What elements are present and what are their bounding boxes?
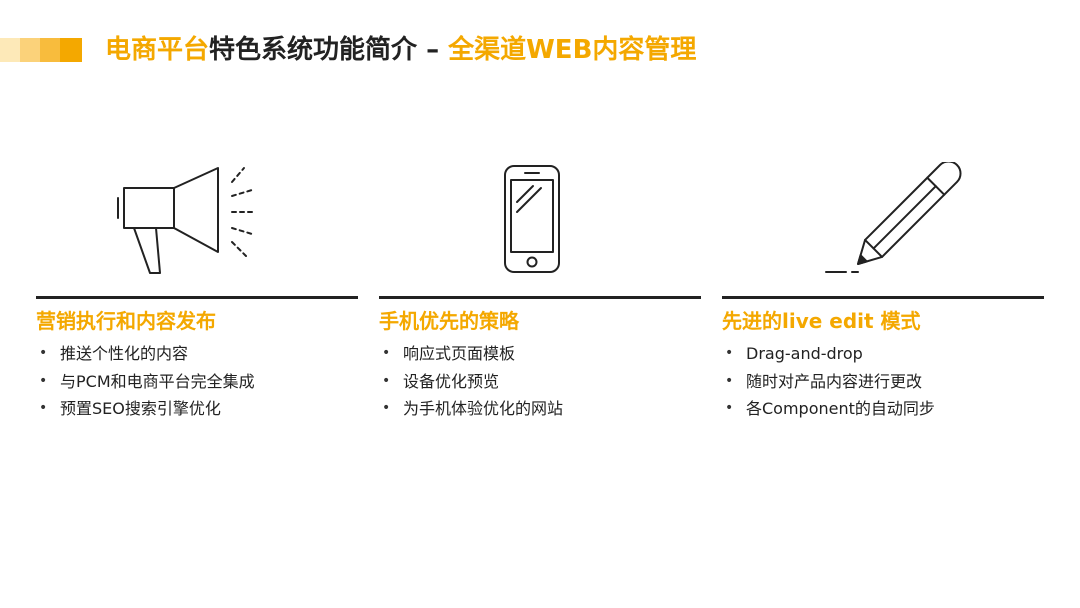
list-item-text: 推送个性化的内容 <box>60 344 189 363</box>
accent-bar-1 <box>0 38 20 62</box>
bullet-icon: • <box>725 372 734 389</box>
list-item: • 与PCM和电商平台完全集成 <box>36 368 358 396</box>
title-accent-part-1: 电商平台 <box>105 35 210 65</box>
list-item: • 各Component的自动同步 <box>722 395 1044 423</box>
list-item-text: 与PCM和电商平台完全集成 <box>60 371 255 391</box>
feature-column-live-edit: 先进的live edit 模式 • Drag-and-drop • 随时对产品内容进… <box>722 296 1044 423</box>
page-title: 电商平台特色系统功能简介 – 全渠道WEB内容管理 <box>105 30 696 70</box>
feature-column-marketing: 营销执行和内容发布 • 推送个性化的内容 • 与PCM和电商平台完全集成 • 预置SE… <box>36 296 358 423</box>
bullet-icon: • <box>725 400 734 416</box>
feature-column-mobile: 手机优先的策略 • 响应式页面模板 • 设备优化预览 • 为手机体验优化的网站 <box>379 296 701 423</box>
list-item: • 响应式页面模板 <box>379 340 701 368</box>
list-item-text: 预置SEO搜索引擎优化 <box>60 399 221 418</box>
bullet-icon: • <box>725 345 734 361</box>
smartphone-icon <box>503 164 561 274</box>
accent-bar-3 <box>40 38 60 62</box>
accent-bar-2 <box>20 38 40 62</box>
megaphone-icon <box>112 160 262 280</box>
column-divider <box>36 296 358 299</box>
bullet-icon: • <box>39 345 48 361</box>
column-heading: 先进的live edit 模式 <box>722 309 921 333</box>
column-heading: 手机优先的策略 <box>379 309 519 333</box>
accent-bar-4 <box>60 38 82 62</box>
bullet-icon: • <box>382 345 391 361</box>
list-item-text: 设备优化预览 <box>403 371 500 391</box>
bullet-icon: • <box>382 372 391 389</box>
list-item-text: 为手机体验优化的网站 <box>403 399 564 418</box>
title-accent-part-2: 全渠道WEB内容管理 <box>448 35 697 65</box>
list-item-text: 各Component的自动同步 <box>746 399 935 418</box>
list-item: • 预置SEO搜索引擎优化 <box>36 395 358 423</box>
list-item: • 设备优化预览 <box>379 368 701 396</box>
column-heading: 营销执行和内容发布 <box>36 309 216 333</box>
list-item: • Drag-and-drop <box>722 340 1044 368</box>
list-item: • 为手机体验优化的网站 <box>379 395 701 423</box>
list-item-text: 响应式页面模板 <box>403 344 516 363</box>
bullet-icon: • <box>382 400 391 416</box>
column-divider <box>379 296 701 299</box>
column-divider <box>722 296 1044 299</box>
list-item: • 随时对产品内容进行更改 <box>722 368 1044 396</box>
bullet-list: • Drag-and-drop • 随时对产品内容进行更改 • 各Component的… <box>722 340 1044 423</box>
bullet-list: • 响应式页面模板 • 设备优化预览 • 为手机体验优化的网站 <box>379 340 701 423</box>
list-item-text: 随时对产品内容进行更改 <box>746 371 923 391</box>
bullet-icon: • <box>39 400 48 416</box>
pencil-icon <box>822 162 972 282</box>
bullet-list: • 推送个性化的内容 • 与PCM和电商平台完全集成 • 预置SEO搜索引擎优化 <box>36 340 358 423</box>
bullet-icon: • <box>39 372 48 389</box>
list-item-text: Drag-and-drop <box>746 344 863 363</box>
title-dark-part: 特色系统功能简介 – <box>209 35 449 65</box>
list-item: • 推送个性化的内容 <box>36 340 358 368</box>
